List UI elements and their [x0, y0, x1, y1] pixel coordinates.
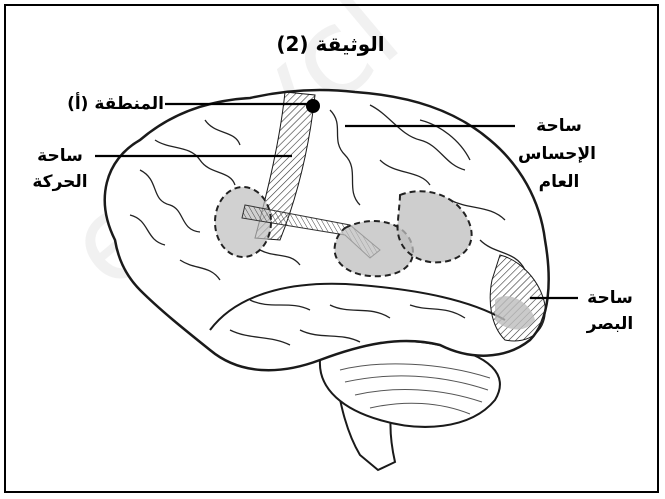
- area-a-dot: [306, 99, 320, 113]
- label-motor-line1: ساحة: [30, 144, 90, 168]
- label-sensory-line3: العام: [524, 170, 594, 194]
- label-motor-line2: الحركة: [24, 170, 96, 194]
- dashed-region-front: [215, 187, 271, 257]
- label-sensory-line1: ساحة: [528, 114, 590, 138]
- label-sensory-line2: الإحساس: [514, 142, 600, 166]
- label-visual-line1: ساحة: [580, 286, 640, 310]
- label-area-a: المنطقة (أ): [72, 92, 164, 116]
- label-visual-line2: البصر: [578, 312, 642, 336]
